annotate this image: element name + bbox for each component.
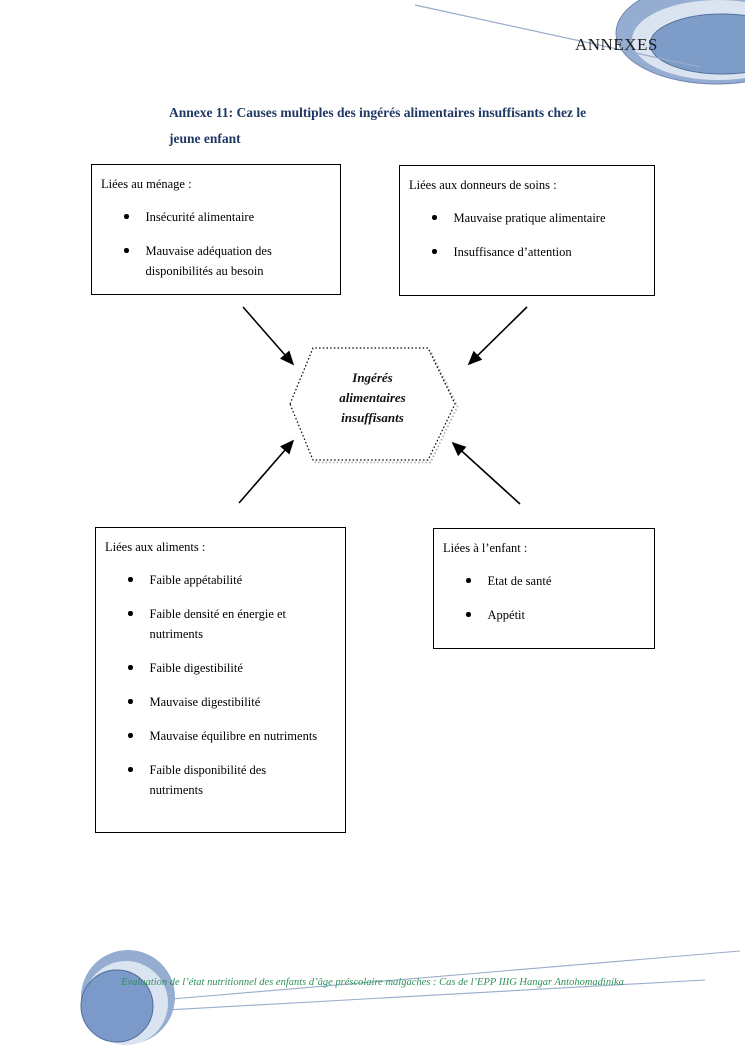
hexagon-label: Ingérés alimentaires insuffisants [290,368,455,428]
list-item: Mauvaise digestibilité [128,692,337,712]
list-item: Mauvaise adéquation des disponibilités a… [124,241,332,281]
bullet-icon [124,214,129,219]
bullet-icon [128,665,133,670]
list-item-text: Mauvaise équilibre en nutriments [149,729,318,743]
cause-box-enfant: Liées à l’enfant : Etat de santé Appétit [433,528,655,649]
list-item: Faible appétabilité [128,570,337,590]
bullet-icon [128,611,133,616]
bullet-icon [124,248,129,253]
arrow-from-aliments [238,439,295,504]
cause-box-menage: Liées au ménage : Insécurité alimentaire… [91,164,341,295]
list-item-text: Insécurité alimentaire [145,210,255,224]
list-item-text: Faible appétabilité [149,573,243,587]
annex-title-line1: Annexe 11: Causes multiples des ingérés … [169,105,587,120]
list-item: Insuffisance d’attention [432,242,646,262]
arrow-from-donneurs [467,306,528,366]
list-item: Faible digestibilité [128,658,337,678]
footer-running-title: Evaluation de l’état nutritionnel des en… [121,977,624,988]
bullet-icon [128,577,133,582]
list-item-text: Appétit [487,608,526,622]
arrow-from-menage [242,306,295,366]
annex-title-line2: jeune enfant [169,131,241,146]
cause-box-menage-title: Liées au ménage : [101,177,192,191]
annex-title: Annexe 11: Causes multiples des ingérés … [169,100,659,152]
list-item-text: Etat de santé [487,574,552,588]
list-item: Faible densité en énergie et nutriments [128,604,337,644]
hexagon-label-line1: Ingérés [352,370,393,385]
cause-box-donneurs-title: Liées aux donneurs de soins : [409,178,557,192]
cause-box-aliments: Liées aux aliments : Faible appétabilité… [95,527,346,833]
bullet-icon [432,215,437,220]
cause-box-enfant-title: Liées à l’enfant : [443,541,528,555]
list-item-text: Mauvaise digestibilité [149,695,261,709]
hexagon-label-line2: alimentaires [339,390,406,405]
list-item: Mauvaise équilibre en nutriments [128,726,337,746]
bullet-icon [128,733,133,738]
list-item: Mauvaise pratique alimentaire [432,208,646,228]
corner-circles-bottom-left-decoration [80,950,175,1045]
list-item-text: Faible digestibilité [149,661,243,675]
bullet-icon [466,578,471,583]
list-item-text: Mauvaise adéquation des disponibilités a… [145,244,272,278]
cause-box-aliments-title: Liées aux aliments : [105,540,206,554]
list-item-text: Insuffisance d’attention [453,245,572,259]
hexagon-label-line3: insuffisants [341,410,404,425]
bullet-icon [466,612,471,617]
list-item: Faible disponibilité des nutriments [128,760,337,800]
bullet-icon [128,767,133,772]
arrow-from-enfant [451,441,521,505]
list-item-text: Faible disponibilité des nutriments [149,763,267,797]
cause-box-donneurs: Liées aux donneurs de soins : Mauvaise p… [399,165,655,296]
bullet-icon [432,249,437,254]
bullet-icon [128,699,133,704]
list-item: Insécurité alimentaire [124,207,332,227]
list-item-text: Faible densité en énergie et nutriments [149,607,287,641]
page-header-annexes: ANNEXES [575,35,658,54]
list-item: Etat de santé [466,571,646,591]
list-item: Appétit [466,605,646,625]
list-item-text: Mauvaise pratique alimentaire [453,211,606,225]
